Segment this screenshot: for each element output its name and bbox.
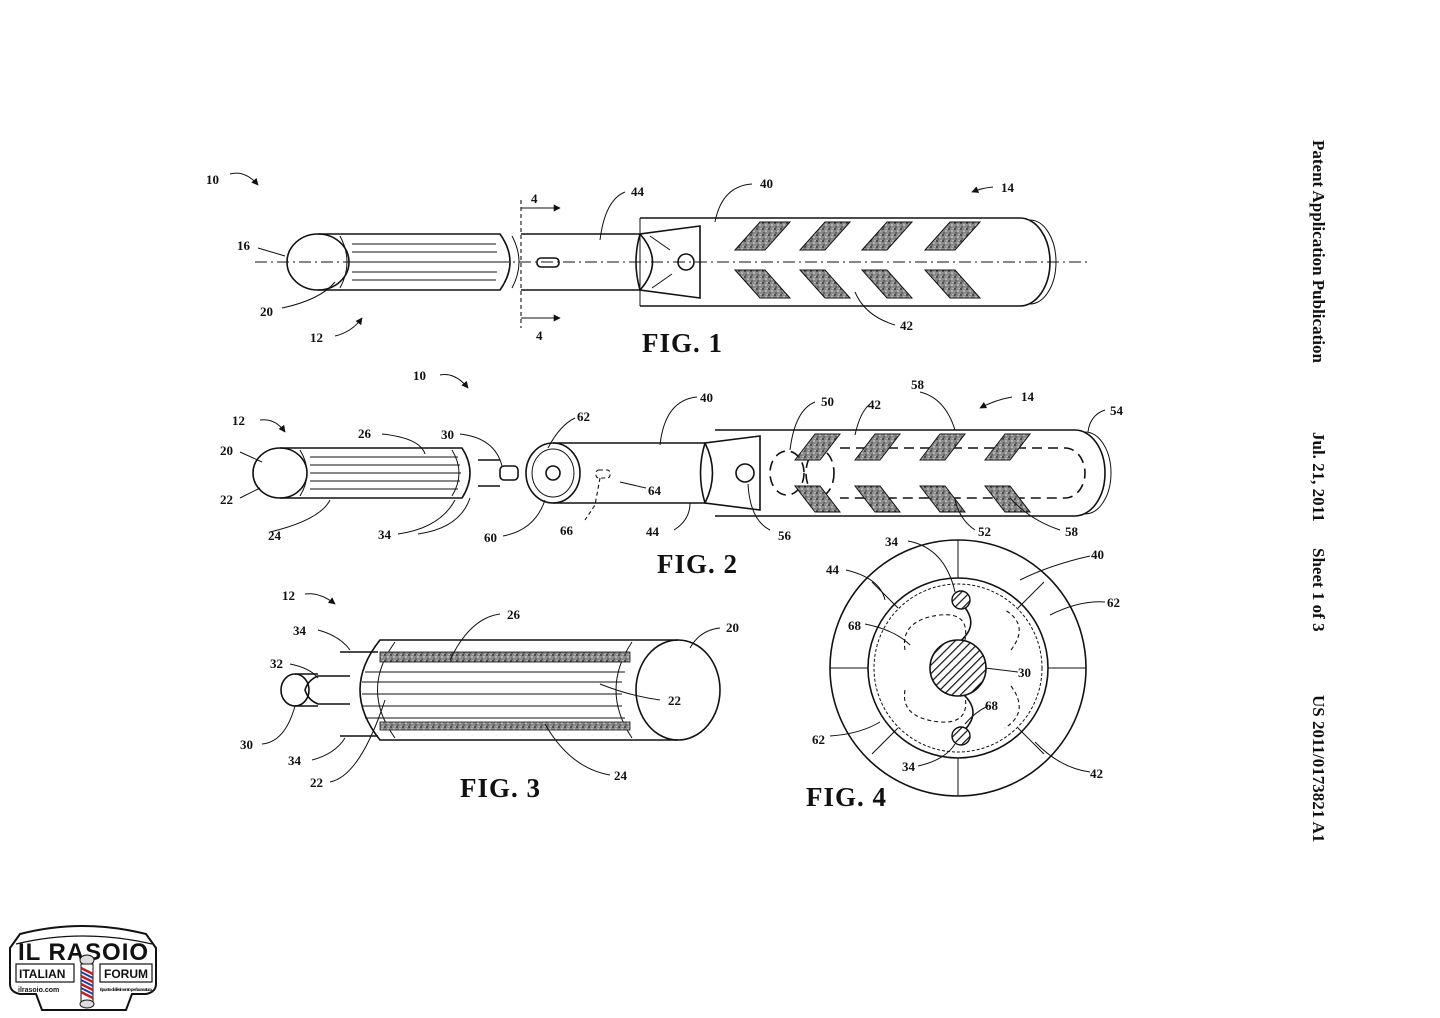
ref-42: 42 (900, 318, 913, 333)
logo-tagline: Il punto di riferimento per la rasatura (100, 987, 152, 992)
sheet-number: Sheet 1 of 3 (1309, 548, 1328, 632)
figure-3: 12 26 20 34 32 22 30 34 22 24 FIG. 3 (240, 588, 739, 803)
ref-44: 44 (646, 524, 660, 539)
ref-44: 44 (631, 184, 645, 199)
ref-20: 20 (726, 620, 739, 635)
ref-26: 26 (507, 607, 521, 622)
handle-end-cap (252, 447, 308, 499)
handle-end-cap (286, 233, 350, 291)
ref-34: 34 (378, 527, 392, 542)
publication-type: Patent Application Publication (1309, 140, 1328, 363)
patent-header: Patent Application Publication Jul. 21, … (1309, 140, 1328, 842)
ref-14: 14 (1021, 389, 1035, 404)
ref-68-bottom: 68 (985, 698, 999, 713)
ref-12: 12 (282, 588, 295, 603)
ref-30: 30 (441, 427, 454, 442)
collar (635, 225, 701, 299)
ref-40: 40 (760, 176, 773, 191)
ref-52: 52 (978, 524, 991, 539)
ref-40: 40 (700, 390, 713, 405)
logo-forum: FORUM (104, 967, 148, 981)
shaft-section (929, 639, 987, 697)
ref-30: 30 (240, 737, 253, 752)
ref-64: 64 (648, 483, 662, 498)
shaft (553, 442, 714, 504)
barber-pole-icon (79, 954, 95, 1009)
ref-42: 42 (1090, 766, 1103, 781)
ref-58-bottom: 58 (1065, 524, 1079, 539)
ref-66: 66 (560, 523, 574, 538)
shaft (521, 233, 654, 291)
ref-10: 10 (413, 368, 426, 383)
figure-1: 10 16 20 12 4 4 44 40 14 42 FIG. 1 (206, 172, 1090, 358)
ref-62: 62 (577, 409, 590, 424)
logo-site: ilrasoio.com (18, 987, 59, 994)
ref-4-bottom: 4 (536, 328, 543, 343)
ref-22-right: 22 (668, 693, 681, 708)
il-rasoio-logo: IL RASOIO ITALIAN FORUM ilrasoio.com Il … (9, 925, 157, 1011)
ref-34-top: 34 (885, 534, 899, 549)
handle-body (318, 233, 511, 291)
ref-54: 54 (1110, 403, 1124, 418)
ref-26: 26 (358, 426, 372, 441)
spring-clips (478, 459, 500, 487)
ref-50: 50 (821, 394, 834, 409)
ref-20: 20 (220, 443, 233, 458)
collar-disk (525, 442, 581, 504)
scrubber-head (640, 217, 1051, 307)
scrubber-head (715, 429, 1106, 517)
logo-italian: ITALIAN (19, 967, 65, 981)
fig-2-label: FIG. 2 (657, 549, 738, 579)
publication-number: US 2011/0173821 A1 (1309, 695, 1328, 842)
figure-2: 10 12 20 22 24 26 30 34 62 60 64 66 40 4… (220, 368, 1124, 579)
ref-40: 40 (1091, 547, 1104, 562)
ref-12: 12 (310, 330, 323, 345)
handle-body (280, 447, 471, 499)
ref-24: 24 (614, 768, 628, 783)
publication-date: Jul. 21, 2011 (1309, 432, 1328, 522)
ref-68-top: 68 (848, 618, 862, 633)
ref-24: 24 (268, 528, 282, 543)
fig-3-label: FIG. 3 (460, 773, 541, 803)
stub (499, 465, 519, 481)
handle-end-cap (635, 639, 721, 741)
ref-30: 30 (1018, 665, 1031, 680)
ref-34-top: 34 (293, 623, 307, 638)
ref-56: 56 (778, 528, 792, 543)
ref-12: 12 (232, 413, 245, 428)
ref-22: 22 (220, 492, 233, 507)
stub (304, 675, 350, 705)
ref-34-bottom: 34 (288, 753, 302, 768)
ref-44: 44 (826, 562, 840, 577)
ref-32: 32 (270, 656, 283, 671)
ref-20: 20 (260, 304, 273, 319)
ref-16: 16 (237, 238, 251, 253)
fig-4-label: FIG. 4 (806, 782, 887, 812)
ref-60: 60 (484, 530, 497, 545)
slot (536, 257, 560, 268)
ref-14: 14 (1001, 180, 1015, 195)
ref-34-bottom: 34 (902, 759, 916, 774)
ref-58-top: 58 (911, 377, 925, 392)
ref-62-left: 62 (812, 732, 825, 747)
collar (699, 435, 761, 511)
ref-42: 42 (868, 397, 881, 412)
fig-1-label: FIG. 1 (642, 328, 723, 358)
ref-4-top: 4 (531, 191, 538, 206)
ref-62-right: 62 (1107, 595, 1120, 610)
figure-4: 34 44 40 62 68 30 68 62 34 42 FIG. 4 (806, 534, 1120, 812)
ref-10: 10 (206, 172, 219, 187)
ref-22-bottom: 22 (310, 775, 323, 790)
hidden-cavity (840, 447, 1086, 499)
spring-clips (340, 651, 378, 737)
